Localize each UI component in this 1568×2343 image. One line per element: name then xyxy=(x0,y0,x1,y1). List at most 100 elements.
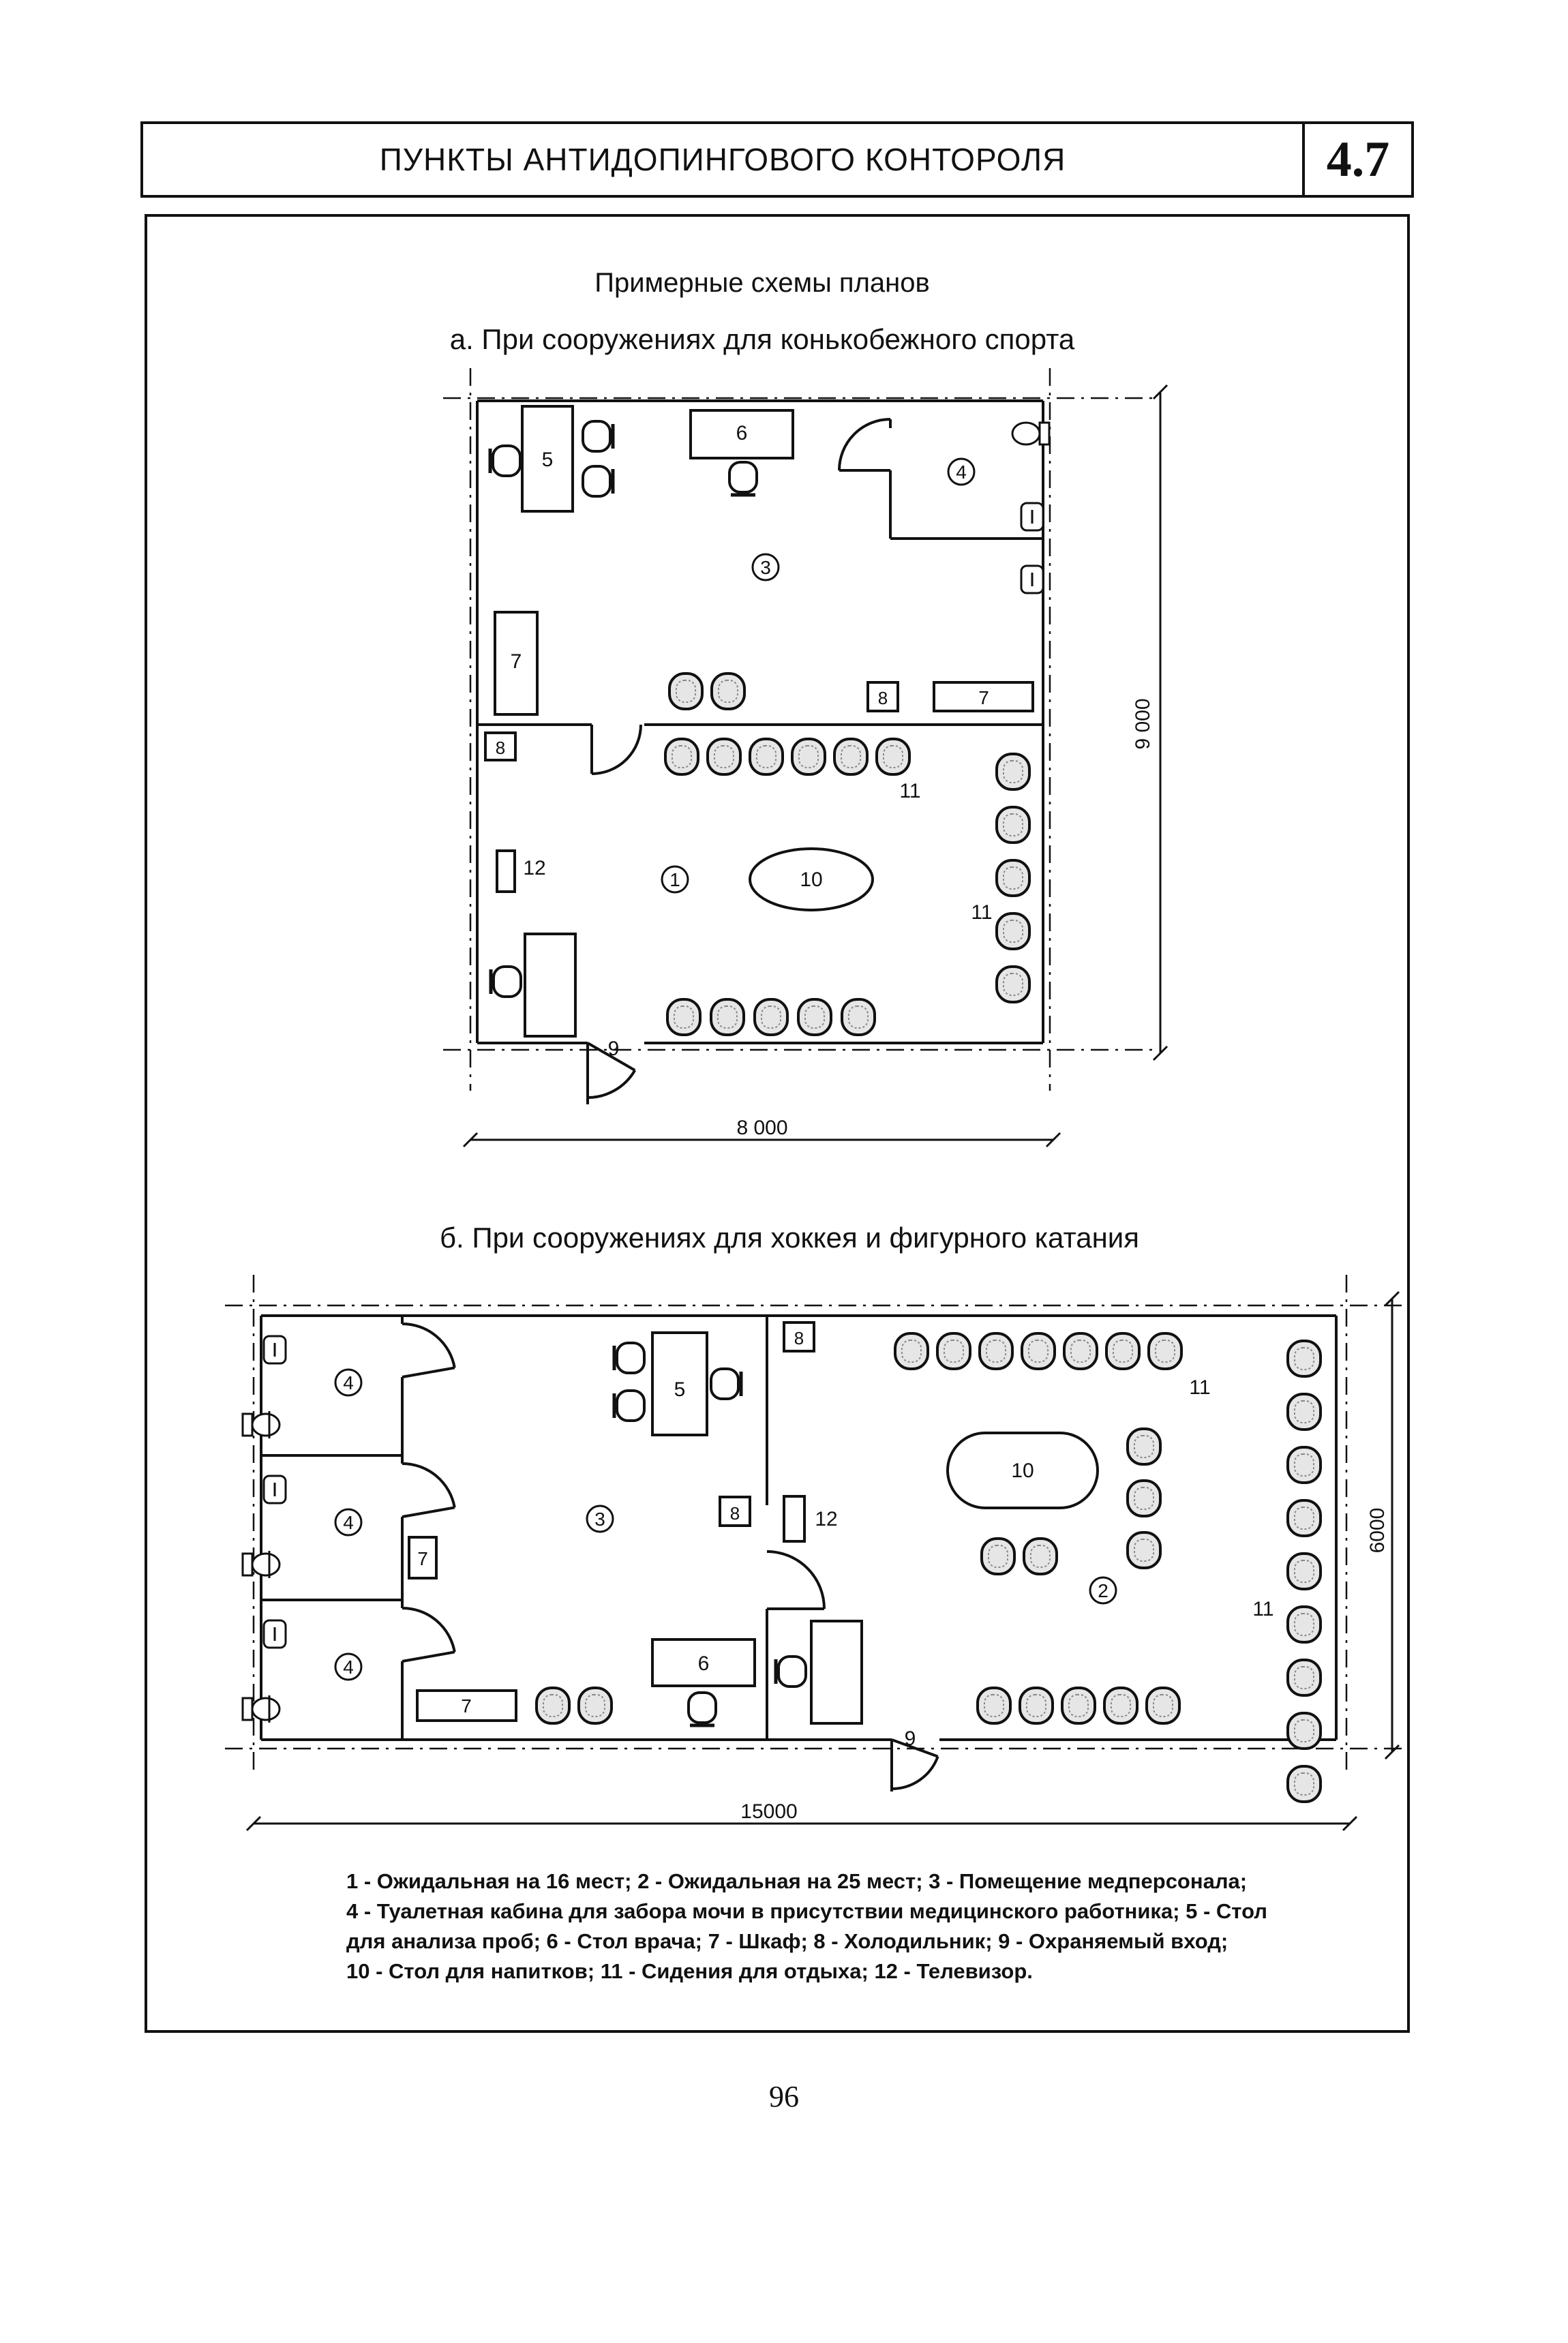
seat-icon xyxy=(833,738,869,776)
toilet-bowl-icon xyxy=(1011,421,1041,446)
seat-icon xyxy=(535,1687,571,1725)
seat-icon xyxy=(1019,1687,1054,1725)
seat-cushion-icon xyxy=(1294,1560,1314,1583)
section-number: 4.7 xyxy=(1326,131,1390,187)
seat-cushion-icon xyxy=(756,745,777,768)
fridge xyxy=(783,1321,815,1352)
washbasin-icon xyxy=(1020,564,1044,594)
seat-cushion-icon xyxy=(761,1006,781,1029)
dimension-tick xyxy=(1152,384,1169,400)
toilet-icon xyxy=(1011,421,1051,446)
chair-seat-icon xyxy=(728,461,758,494)
dimension-tick xyxy=(1384,1744,1400,1760)
door-swing-icon xyxy=(402,1462,456,1508)
door-swing-icon xyxy=(587,1069,637,1099)
chair-icon xyxy=(612,1389,646,1422)
seat-cushion-icon xyxy=(676,680,696,703)
seat-icon xyxy=(1286,1499,1322,1537)
seat-cushion-icon xyxy=(1294,1453,1314,1477)
door-swing-icon xyxy=(591,724,642,775)
table-samples xyxy=(521,405,574,513)
seat-icon xyxy=(1286,1393,1322,1431)
chair-seat-icon xyxy=(687,1691,717,1724)
seat-cushion-icon xyxy=(841,745,861,768)
room-label-2-circle xyxy=(1089,1576,1117,1605)
seat-icon xyxy=(1126,1479,1162,1517)
header-divider xyxy=(1302,124,1305,195)
doctor-table xyxy=(689,409,794,459)
seat-cushion-icon xyxy=(543,1694,563,1717)
label-12: 12 xyxy=(815,1508,837,1530)
seat-cushion-icon xyxy=(1003,760,1023,783)
door-toilet-b xyxy=(402,1462,456,1518)
chair-icon xyxy=(612,1342,646,1374)
door-leaf-icon xyxy=(587,1042,636,1072)
label-5: 5 xyxy=(674,1378,686,1401)
seat-icon xyxy=(894,1332,929,1370)
header-title: ПУНКТЫ АНТИДОПИНГОВОГО КОНТОРОЛЯ xyxy=(379,142,1066,177)
seat-cushion-icon xyxy=(944,1340,964,1363)
seat-icon xyxy=(980,1537,1016,1575)
toilet-tank-icon xyxy=(241,1412,254,1437)
door-leaf-icon xyxy=(402,1366,455,1378)
seat-cushion-icon xyxy=(988,1545,1008,1568)
cabinet xyxy=(408,1536,438,1579)
fridge xyxy=(719,1496,751,1527)
seat-cushion-icon xyxy=(1134,1539,1154,1562)
doctor-table xyxy=(651,1638,756,1687)
label-8: 8 xyxy=(496,738,505,758)
toilet-icon xyxy=(241,1412,281,1437)
seat-icon xyxy=(995,753,1031,791)
toilet-tank-icon xyxy=(241,1552,254,1577)
seat-icon xyxy=(1061,1687,1096,1725)
chair-seat-icon xyxy=(492,444,522,477)
seat-icon xyxy=(666,998,702,1036)
table-samples xyxy=(651,1331,708,1436)
legend-line-3: для анализа проб; 6 - Стол врача; 7 - Шк… xyxy=(346,1929,1228,1953)
tv xyxy=(783,1495,806,1543)
door-swing-icon xyxy=(766,1550,826,1609)
chair-seat-icon xyxy=(710,1367,740,1400)
chair-seat-icon xyxy=(582,420,612,453)
label-10: 10 xyxy=(800,868,822,891)
label-11: 11 xyxy=(1189,1376,1210,1399)
room-label-4: 4 xyxy=(343,1372,354,1393)
seat-icon xyxy=(1126,1427,1162,1466)
room-label-1: 1 xyxy=(669,869,680,890)
seat-cushion-icon xyxy=(1134,1435,1154,1458)
seat-icon xyxy=(1286,1765,1322,1803)
label-8: 8 xyxy=(730,1503,740,1524)
door-swing-icon xyxy=(838,418,891,471)
seat-icon xyxy=(664,738,699,776)
seat-cushion-icon xyxy=(1155,1340,1175,1363)
washbasin-icon xyxy=(262,1475,287,1505)
seat-cushion-icon xyxy=(1294,1666,1314,1689)
label-6: 6 xyxy=(736,422,748,444)
seat-icon xyxy=(1126,1531,1162,1569)
seat-icon xyxy=(976,1687,1012,1725)
seat-icon xyxy=(1286,1605,1322,1644)
seat-cushion-icon xyxy=(1294,1400,1314,1423)
label-7: 7 xyxy=(511,650,522,673)
seat-icon xyxy=(1021,1332,1056,1370)
fridge xyxy=(484,731,517,761)
chair-icon xyxy=(710,1367,743,1400)
door-swing-icon xyxy=(891,1755,939,1790)
label-8: 8 xyxy=(878,688,888,708)
door-leaf-icon xyxy=(402,1506,455,1518)
legend: 1 - Ожидальная на 16 мест; 2 - Ожидальна… xyxy=(346,1869,1267,1983)
room-label-1-circle xyxy=(661,865,689,894)
page-number: 96 xyxy=(769,2080,799,2113)
room-label-4: 4 xyxy=(956,462,967,483)
room-label-3-circle xyxy=(586,1505,614,1533)
door-room2-room3 xyxy=(766,1550,826,1610)
seat-icon xyxy=(753,998,789,1036)
plan-a-title: а. При сооружениях для конькобежного спо… xyxy=(450,323,1075,355)
fridge xyxy=(866,681,899,712)
seat-icon xyxy=(1286,1712,1322,1750)
header-box: ПУНКТЫ АНТИДОПИНГОВОГО КОНТОРОЛЯ 4.7 xyxy=(140,121,1414,198)
room-label-4-circle xyxy=(334,1368,363,1397)
chair-seat-icon xyxy=(616,1342,646,1374)
room-label-4: 4 xyxy=(343,1657,354,1678)
entrance-door-a xyxy=(587,1042,637,1099)
